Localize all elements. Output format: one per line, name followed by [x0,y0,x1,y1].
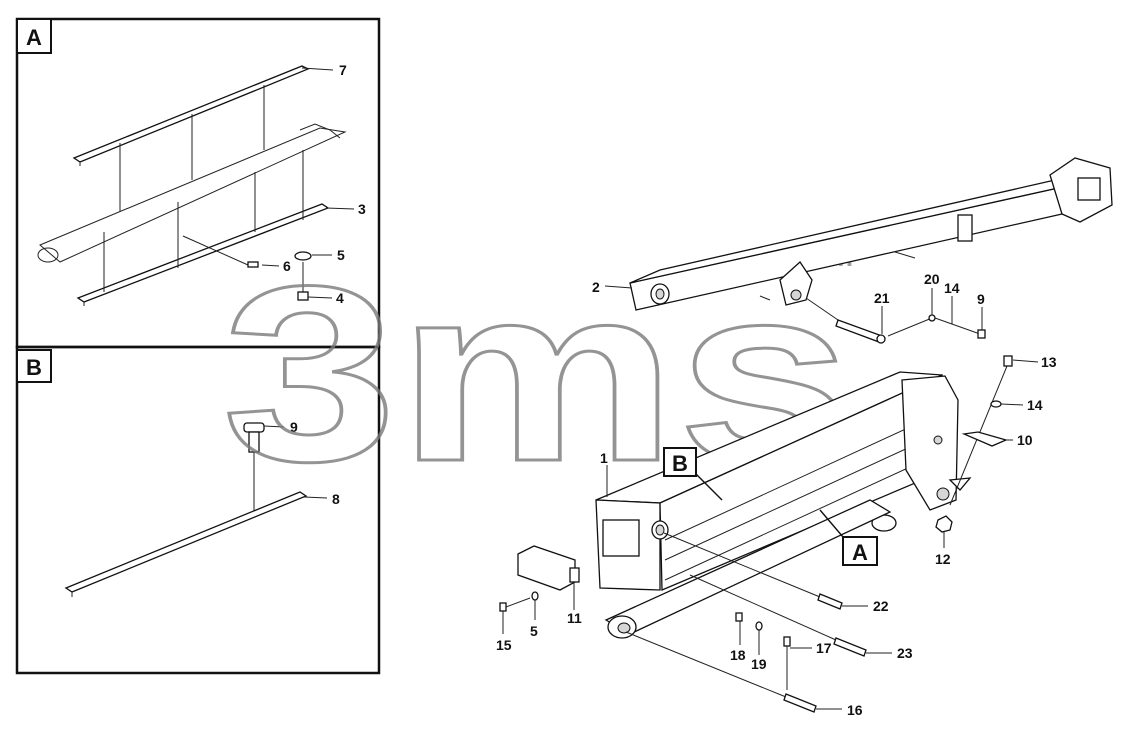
part-11-block [517,545,580,591]
label-part-5-main: 5 [530,623,538,639]
part-14-washer-upper [934,317,981,335]
part-13-bolt [949,355,1013,506]
callout-b: B [663,447,723,501]
label-part-12: 12 [935,551,951,567]
part-17-bracket [783,636,791,690]
part-5-washer-main [531,591,539,601]
label-part-14-upper: 14 [944,280,960,296]
boom-section-outline [37,123,347,263]
callout-a: A [819,509,878,566]
part-6-bolt [182,235,259,268]
part-12-nut [935,515,953,533]
detail-box-a: A [15,17,381,349]
label-part-22: 22 [873,598,889,614]
label-part-10: 10 [1017,432,1033,448]
label-part-2: 2 [592,279,600,295]
label-part-14-lower: 14 [1027,397,1043,413]
label-part-16: 16 [847,702,863,718]
callout-a-letter: A [852,540,868,565]
label-part-8: 8 [332,491,340,507]
part-7-wear-strip [72,65,310,166]
part-21-pin [805,297,886,344]
label-part-11: 11 [567,610,582,626]
label-part-7: 7 [339,62,347,78]
upper-boom-arm [629,157,1113,311]
label-part-9-upper: 9 [977,291,985,307]
label-part-13: 13 [1041,354,1057,370]
detail-box-b: B 9 8 [15,345,381,675]
label-part-23: 23 [897,645,913,661]
part-4-bolt [297,262,309,301]
part-20-bracket [887,314,936,337]
label-part-3: 3 [358,201,366,217]
part-18-bolt [735,612,743,622]
part-9-bolt [243,422,265,512]
label-part-18: 18 [730,647,746,663]
label-part-5: 5 [337,247,345,263]
label-part-6: 6 [283,258,291,274]
detail-box-b-letter: B [26,355,42,380]
part-19-washer [755,621,763,631]
label-part-21: 21 [874,290,890,306]
label-part-15: 15 [496,637,512,653]
label-part-1: 1 [600,450,608,466]
label-part-19: 19 [751,656,767,672]
part-14-washer-lower [990,400,1002,408]
part-8-wear-strip [64,491,308,597]
label-part-20: 20 [924,271,940,287]
part-10-plate [961,431,1008,447]
part-22-pin [663,532,843,610]
label-part-4: 4 [336,290,344,306]
detail-box-a-letter: A [26,25,42,50]
part-23-pin [689,574,867,657]
callout-b-letter: B [672,451,688,476]
part-15-bolt [499,597,531,612]
label-part-9-detail: 9 [290,419,298,435]
part-16-pin [625,631,817,713]
label-part-17: 17 [816,640,832,656]
part-5-washer [294,251,312,261]
part-9-bolt-upper [977,329,986,339]
